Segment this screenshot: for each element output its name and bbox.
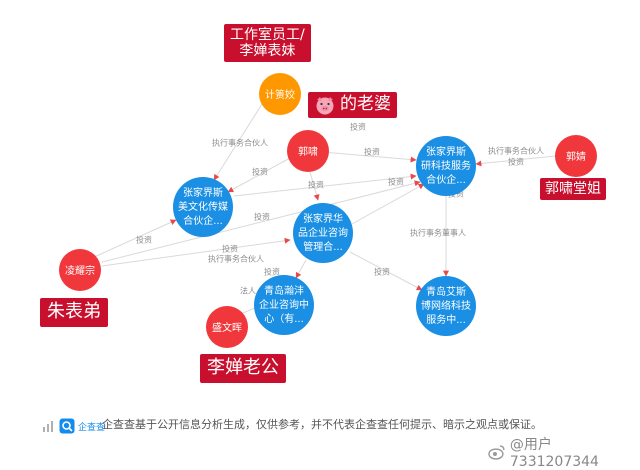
edge-label: 投资 [222, 244, 238, 254]
node-label-line: 青岛艾斯 [426, 285, 466, 298]
node-ji-yujiao[interactable]: 计箦姣 [259, 73, 301, 115]
node-label: 郭啸 [298, 145, 318, 158]
edge-ling-meiwen [91, 219, 177, 259]
annotation-text: 李婵老公 [207, 357, 279, 378]
edge-ling-sike [101, 180, 421, 263]
weibo-icon [488, 445, 505, 460]
edge-label: 投资 [364, 147, 380, 157]
node-label-line: 心（有... [264, 312, 304, 325]
node-guo-xiao[interactable]: 郭啸 [287, 130, 329, 172]
edge-meiwen-sike [233, 173, 417, 197]
node-label-line: 美文化传媒 [178, 200, 228, 213]
person-nodes: 计箦姣 郭啸 郭婧 凌耀宗 盛文晖 [59, 73, 597, 348]
annotation-studio-cousin: 工作室员工/ 李婵表妹 [224, 24, 311, 63]
node-guo-jing[interactable]: 郭婧 [555, 135, 597, 177]
node-huapin[interactable]: 张家界华 品企业咨询 管理合... [293, 203, 353, 263]
edge-label: 投资 [136, 235, 152, 245]
node-label-line: 企业咨询中 [259, 298, 309, 311]
edge-guoxiao-huapin [309, 171, 320, 201]
node-label-line: 张家界斯 [426, 145, 466, 158]
edge-jiyujiao-meiwen [213, 103, 263, 181]
annotation-line: 工作室员工/ [230, 27, 305, 43]
node-qingdao-hanfeng[interactable]: 青岛瀚沣 企业咨询中 心（有... [254, 275, 314, 335]
node-label: 盛文晖 [212, 321, 242, 334]
edge-label: 投资 [350, 122, 366, 132]
annotation-line: 李婵表妹 [239, 43, 296, 60]
node-label-line: 合伙企... [183, 214, 223, 227]
edge-huapin-hanfeng [295, 259, 307, 279]
edge-label: 执行事务合伙人 [208, 254, 264, 264]
edge-label: 投资 [308, 180, 324, 190]
annotation-pig-wife: 的老婆 [308, 92, 397, 118]
footer: 企查查 企查查基于公开信息分析生成，仅供参考，并不代表企查查任何提示、暗示之观点… [0, 402, 640, 470]
edge-guoxiao-sike [321, 151, 417, 163]
edge-label: 投资 [508, 157, 524, 167]
node-ling-yaozong[interactable]: 凌耀宗 [59, 249, 101, 291]
node-qingdao-aisi[interactable]: 青岛艾斯 博网络科技 服务中... [416, 276, 476, 336]
edge-label: 法人 [240, 286, 256, 296]
bars-icon [43, 421, 53, 432]
annotation-text: 的老婆 [340, 94, 391, 115]
watermark-text: @用户7331207344 [509, 437, 599, 470]
edge-huapin-sike [351, 183, 425, 225]
annotation-guo-xiao-cousin: 郭啸堂姐 [540, 178, 606, 201]
weibo-watermark: @用户7331207344 [488, 434, 640, 470]
edge-label: 执行事务合伙人 [212, 138, 268, 148]
node-label: 郭婧 [566, 150, 586, 163]
node-label-line: 张家界斯 [183, 186, 223, 199]
edge-label: 投资 [254, 212, 270, 222]
relationship-graph: 执行事务合伙人 投资 投资 投资 投资 执行事务合伙人 投资 投资 投资 投资 … [59, 73, 597, 348]
node-sike-tech[interactable]: 张家界斯 研科技服务 合伙企... [416, 136, 476, 196]
annotation-li-husband: 李婵老公 [200, 354, 286, 383]
node-label-line: 管理合... [303, 240, 343, 253]
disclaimer-text: 企查查基于公开信息分析生成，仅供参考，并不代表企查查任何提示、暗示之观点或保证。 [102, 418, 542, 431]
company-nodes: 张家界斯 研科技服务 合伙企... 张家界斯 美文化传媒 合伙企... 张家界华… [173, 136, 476, 336]
logo-text: 企查查 [78, 422, 106, 433]
annotation-text: 朱表弟 [47, 301, 101, 322]
edge-labels: 执行事务合伙人 投资 投资 投资 投资 执行事务合伙人 投资 投资 投资 投资 … [136, 122, 544, 296]
node-label: 凌耀宗 [65, 264, 95, 277]
node-meiwen-media[interactable]: 张家界斯 美文化传媒 合伙企... [173, 177, 233, 237]
node-label-line: 合伙企... [426, 173, 466, 186]
node-label-line: 博网络科技 [421, 299, 471, 312]
edge-huapin-aisi [349, 251, 423, 291]
node-label-line: 张家界华 [303, 212, 343, 225]
pig-face-icon [316, 97, 334, 115]
edge-ling-huapin [101, 237, 291, 267]
node-label: 计箦姣 [265, 88, 295, 101]
node-label-line: 研科技服务 [421, 159, 471, 172]
edge-label: 投资 [388, 177, 404, 187]
edge-label: 投资 [264, 267, 280, 277]
node-label-line: 青岛瀚沣 [264, 284, 304, 297]
qichacha-logo-icon [59, 418, 75, 434]
qichacha-logo: 企查查 [42, 418, 105, 434]
node-sheng-wenhui[interactable]: 盛文晖 [206, 306, 248, 348]
node-label-line: 服务中... [426, 313, 466, 326]
edge-guojing-sike [475, 155, 557, 167]
edge-label: 执行事务董事人 [410, 228, 466, 238]
annotation-text: 郭啸堂姐 [545, 181, 601, 197]
annotation-zhu-cousin: 朱表弟 [40, 298, 108, 327]
edge-label: 投资 [252, 167, 268, 177]
edge-label: 执行事务合伙人 [488, 146, 544, 156]
edge-guoxiao-meiwen [227, 157, 291, 193]
node-label-line: 品企业咨询 [298, 226, 348, 239]
edge-label: 投资 [374, 267, 390, 277]
